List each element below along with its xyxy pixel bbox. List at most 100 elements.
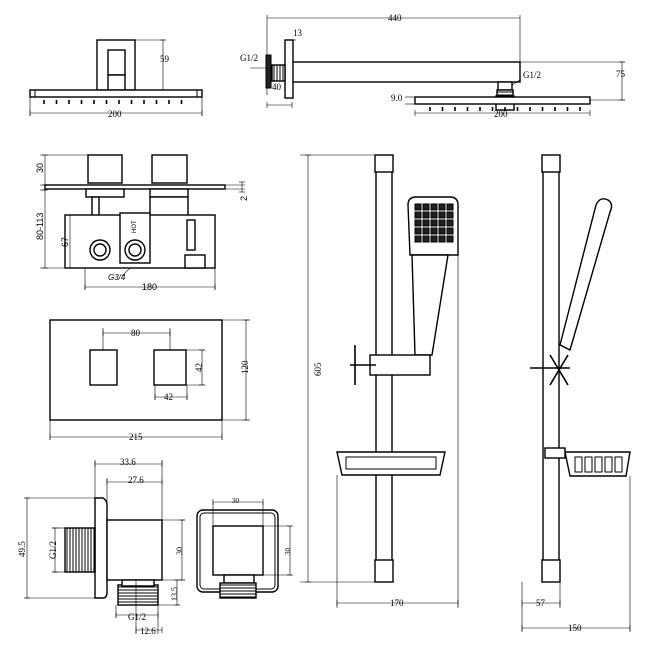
spray-nozzle bbox=[446, 203, 454, 211]
spray-nozzle bbox=[414, 235, 422, 243]
dim-total-depth: 150 bbox=[568, 623, 582, 633]
dim-rail-height: 605 bbox=[313, 362, 323, 376]
dim-arm-length: 440 bbox=[388, 13, 402, 23]
outlet-neck bbox=[121, 579, 155, 587]
dim-knob-height: 30 bbox=[35, 163, 45, 173]
dim-plate-gap: 2 bbox=[239, 196, 249, 201]
dim-drop: 75 bbox=[616, 69, 626, 79]
spray-nozzle bbox=[414, 203, 422, 211]
label-hot: HOT bbox=[132, 220, 138, 233]
spray-nozzle bbox=[446, 235, 454, 243]
dim-rail-offset: 57 bbox=[536, 598, 546, 608]
spray-nozzle bbox=[414, 211, 422, 219]
trim-plate bbox=[49, 319, 223, 421]
dim-depth-range: 80-113 bbox=[35, 213, 45, 240]
dim-flange: 13 bbox=[293, 28, 303, 38]
soap-basket bbox=[564, 451, 631, 477]
spray-nozzle bbox=[414, 227, 422, 235]
thread bbox=[271, 64, 286, 82]
shower-arm bbox=[289, 61, 521, 83]
spray-nozzle bbox=[430, 235, 438, 243]
dim-plate-width: 215 bbox=[129, 432, 143, 442]
spray-nozzle bbox=[430, 203, 438, 211]
spray-nozzle bbox=[446, 227, 454, 235]
spray-nozzle bbox=[438, 235, 446, 243]
label-inlet-thread-g34: G3/4 bbox=[108, 273, 126, 282]
arm-neck bbox=[497, 81, 513, 91]
basket-slot bbox=[584, 456, 593, 473]
basket-slot bbox=[574, 456, 583, 473]
neck bbox=[107, 74, 126, 91]
spray-nozzle bbox=[414, 219, 422, 227]
shower-plate bbox=[29, 89, 203, 98]
dim-valve-width: 180 bbox=[142, 282, 157, 292]
outlet-flange bbox=[94, 497, 108, 599]
rail-top-cap bbox=[374, 154, 394, 173]
dim-rain-head-height: 59 bbox=[160, 54, 170, 64]
dim-outlet-front-height: 30 bbox=[284, 548, 292, 556]
dim-rain-head-side-width: 200 bbox=[494, 109, 508, 119]
shower-plate-side bbox=[414, 96, 591, 105]
spray-nozzle bbox=[446, 211, 454, 219]
spray-nozzle bbox=[438, 211, 446, 219]
spray-nozzle bbox=[422, 227, 430, 235]
outlet-front-body bbox=[212, 525, 264, 576]
spray-nozzle bbox=[422, 235, 430, 243]
dimension-line bbox=[511, 79, 521, 86]
dim-plate-height: 120 bbox=[240, 360, 250, 374]
collar-left bbox=[85, 188, 125, 198]
dim-outlet-depth-body: 27.6 bbox=[128, 475, 144, 485]
spray-nozzle bbox=[438, 227, 446, 235]
rail-side-top-cap bbox=[541, 154, 561, 173]
trim-knob-left bbox=[89, 349, 118, 386]
spray-nozzle bbox=[422, 203, 430, 211]
trim-knob-right bbox=[153, 349, 187, 386]
spray-nozzle bbox=[430, 227, 438, 235]
arm-inner bbox=[107, 49, 126, 76]
inlet-right-inner bbox=[128, 243, 142, 257]
spray-nozzle bbox=[430, 211, 438, 219]
soap-dish bbox=[336, 451, 446, 476]
dim-rain-head-width: 200 bbox=[108, 109, 122, 119]
label-outlet-thread: G1/2 bbox=[128, 612, 146, 622]
dim-outlet-front-width: 30 bbox=[232, 497, 240, 505]
dim-trim-knob-width: 42 bbox=[164, 392, 173, 402]
basket-mount bbox=[544, 447, 566, 459]
cartridge bbox=[149, 196, 189, 218]
dim-flange-depth: 40 bbox=[272, 82, 282, 92]
dim-trim-knob-height: 42 bbox=[194, 363, 204, 372]
drawing-geometry bbox=[24, 15, 631, 634]
wall-flange bbox=[284, 39, 294, 99]
collar-right bbox=[149, 188, 189, 198]
spray-nozzle bbox=[422, 219, 430, 227]
knob-right bbox=[151, 154, 188, 184]
dimension-line bbox=[121, 267, 131, 277]
handset-side bbox=[559, 198, 613, 352]
basket-slot bbox=[614, 456, 623, 473]
label-outlet-rear-thread: G1/2 bbox=[48, 541, 58, 559]
rail-bottom-cap bbox=[374, 559, 394, 583]
spray-nozzle bbox=[438, 203, 446, 211]
holder-knob-side-3 bbox=[549, 354, 569, 386]
dim-outlet-depth-total: 33.6 bbox=[120, 457, 136, 467]
handset-holder bbox=[369, 354, 431, 376]
spray-nozzle bbox=[438, 219, 446, 227]
base-block bbox=[184, 254, 206, 269]
dim-plate-thickness: 9.0 bbox=[391, 93, 403, 103]
dim-projection: 170 bbox=[390, 598, 404, 608]
outlet-front-neck bbox=[223, 574, 255, 584]
label-inlet-thread: G1/2 bbox=[240, 53, 258, 63]
side-port bbox=[186, 219, 196, 251]
spray-nozzle bbox=[430, 219, 438, 227]
inlet-left-inner bbox=[93, 243, 107, 257]
outlet-body bbox=[106, 519, 163, 581]
spray-nozzle bbox=[446, 219, 454, 227]
basket-slot bbox=[594, 456, 603, 473]
spray-nozzle bbox=[422, 211, 430, 219]
knob-left bbox=[87, 154, 123, 184]
dim-knob-spacing: 80 bbox=[131, 328, 141, 338]
flange-plate bbox=[265, 54, 272, 89]
label-head-thread: G1/2 bbox=[523, 70, 541, 80]
rail-side-bottom-cap bbox=[541, 559, 561, 583]
